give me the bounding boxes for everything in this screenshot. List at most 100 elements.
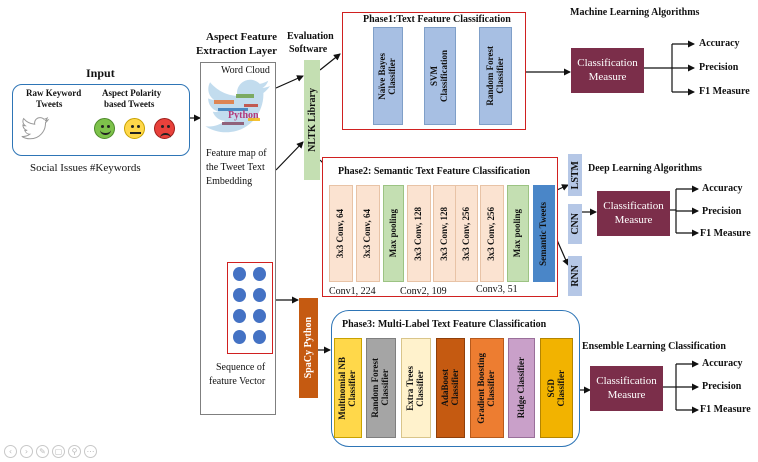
classifier-line1: SVM (429, 66, 440, 86)
classifier-line1: AdaBoost (439, 369, 450, 407)
measure-line1: Classification (603, 199, 664, 212)
conv-layer: 3x3 Conv, 128 (407, 185, 431, 282)
vector-dot (253, 267, 266, 281)
raw-keyword-label: Raw Keyword (26, 88, 82, 98)
phase2-title: Phase2: Semantic Text Feature Classifica… (338, 166, 531, 177)
sequence-label-2: feature Vector (209, 376, 266, 387)
classifier-line1: Multinomial NB (337, 356, 348, 420)
spacy-label: SpaCy Python (303, 317, 314, 379)
ml-header: Machine Learning Algorithms (570, 7, 700, 18)
dl-header: Deep Learning Algorithms (588, 163, 702, 174)
pool-label: Max pooling (387, 209, 398, 258)
conv-label: 3x3 Conv, 128 (413, 206, 424, 261)
classifier-line2: Classifier (415, 369, 425, 407)
classifier-line1: Gradient Boosting (476, 352, 487, 424)
nltk-library-box: NLTK Library (304, 60, 320, 180)
rnn-label: RNN (569, 265, 581, 287)
arrow-icon (275, 141, 304, 171)
phase3-precision: Precision (702, 381, 742, 392)
classifier-line2: Classifier (555, 369, 566, 407)
conv-layer: 3x3 Conv, 256 (480, 185, 504, 282)
cnn-label: CNN (569, 213, 581, 235)
classifier-line1: Random Forest (484, 46, 495, 106)
pen-icon[interactable]: ✎ (36, 445, 49, 458)
classifier-line2: Classification (439, 49, 449, 102)
lstm-box: LSTM (568, 154, 582, 196)
conv-label: 3x3 Conv, 128 (438, 206, 449, 261)
classifier-line1: Random Forest (370, 358, 381, 418)
classifier-line1: Ridge Classifier (515, 357, 526, 419)
conv-group-label: Conv3, 51 (476, 284, 518, 295)
classifier-line1: Extra Trees (405, 365, 416, 411)
phase2-accuracy: Accuracy (702, 183, 743, 194)
page-icon[interactable]: ▢ (52, 445, 65, 458)
classifier-line1: Naïve Bayes (377, 52, 388, 100)
aspect-polarity-label: Aspect Polarity (102, 88, 162, 98)
cnn-box: CNN (568, 204, 582, 244)
pool-label: Max pooling (512, 209, 523, 258)
phase2-f1: F1 Measure (700, 228, 751, 239)
vector-dot (233, 267, 246, 281)
nltk-label: NLTK Library (306, 88, 318, 152)
lstm-label: LSTM (569, 160, 581, 190)
measure-line2: Measure (614, 213, 653, 226)
phase2-precision: Precision (702, 206, 742, 217)
classifier-line2: Classifier (449, 369, 460, 407)
word-cloud-python: Python (228, 110, 259, 121)
ridge-classifier: Ridge Classifier (508, 338, 535, 438)
spacy-python-box: SpaCy Python (299, 298, 318, 398)
more-icon[interactable]: ⋯ (84, 445, 97, 458)
measure-line1: Classification (577, 56, 638, 69)
arrow-icon (556, 239, 569, 266)
aspect-feature-title-1: Aspect Feature (206, 31, 277, 43)
classifier-line2: Classifier (387, 57, 397, 95)
vector-dot (233, 309, 246, 323)
zoom-icon[interactable]: ⚲ (68, 445, 81, 458)
sequence-label-1: Sequence of (216, 362, 266, 373)
pool-layer: Max pooling (507, 185, 529, 282)
neutral-face-icon (124, 118, 145, 139)
tweets-label: Tweets (36, 99, 63, 109)
evaluation-label-1: Evaluation (287, 31, 334, 42)
conv-label: 3x3 Conv, 256 (460, 206, 471, 261)
ensemble-header: Ensemble Learning Classification (582, 341, 726, 352)
arrow-icon (556, 184, 569, 191)
conv-layer: 3x3 Conv, 64 (356, 185, 380, 282)
aspect-feature-title-2: Extraction Layer (196, 45, 277, 57)
social-issues-label: Social Issues #Keywords (30, 162, 141, 174)
feature-vector-box (227, 262, 273, 354)
conv-layer: 3x3 Conv, 256 (455, 185, 478, 282)
phase1-precision: Precision (699, 62, 739, 73)
conv-label: 3x3 Conv, 64 (335, 208, 346, 259)
rnn-box: RNN (568, 256, 582, 296)
word-cloud-label: Word Cloud (221, 65, 270, 76)
measure-line1: Classification (596, 374, 657, 387)
conv-layer: 3x3 Conv, 128 (433, 185, 456, 282)
phase3-f1: F1 Measure (700, 404, 751, 415)
conv-layer: 3x3 Conv, 64 (329, 185, 353, 282)
semantic-label: Semantic Tweets (538, 201, 549, 266)
arrow-icon (275, 75, 304, 89)
previous-page-button[interactable]: ‹ (4, 445, 17, 458)
feature-map-label-1: Feature map of (206, 148, 267, 159)
based-tweets-label: based Tweets (104, 99, 155, 109)
vector-dot (253, 288, 266, 302)
sad-face-icon (154, 118, 175, 139)
classifier-line2: Classifier (380, 369, 390, 407)
vector-dot (233, 330, 246, 344)
phase1-title: Phase1:Text Feature Classification (363, 14, 511, 25)
vector-dot (253, 330, 266, 344)
next-page-button[interactable]: › (20, 445, 33, 458)
bird-icon (21, 116, 50, 140)
